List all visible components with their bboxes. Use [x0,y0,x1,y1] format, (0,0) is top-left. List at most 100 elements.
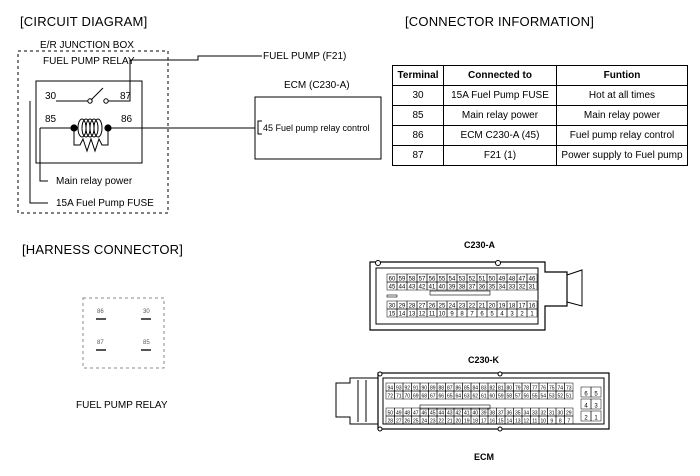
harness-pin-87: 87 [97,340,104,346]
cell-connected-to: Main relay power [443,105,557,126]
pin-number: 54 [540,393,546,399]
pin-number: 82 [489,385,495,391]
pin-number: 67 [430,393,436,399]
pin-number: 56 [523,393,529,399]
coil-resistor [73,128,109,153]
cell-connected-to: ECM C230-A (45) [443,125,557,146]
pin-number: 31 [529,284,536,290]
pin-number: 29 [399,303,406,309]
main-relay-power-label: Main relay power [56,176,133,187]
pin-number: 24 [421,418,427,424]
ecm-box [254,96,382,160]
pin-number: 47 [519,276,526,282]
pin-number: 22 [438,418,444,424]
pin-number: 63 [464,393,470,399]
pin-number: 22 [469,303,476,309]
pin-number: 54 [449,276,456,282]
pin-number: 27 [396,418,402,424]
pin-number: 6 [480,311,484,317]
pin-number: 84 [472,385,478,391]
pin-number: 19 [499,303,506,309]
pin-number: 53 [549,393,555,399]
pin-number: 55 [532,393,538,399]
pin-number: 74 [557,385,563,391]
pin-cell [590,386,602,398]
pin-number: 51 [479,276,486,282]
pin-number: 45 [389,284,396,290]
pin-number: 92 [404,385,410,391]
pin-number: 75 [549,385,555,391]
pin-number: 70 [404,393,410,399]
pin-number: 18 [509,303,516,309]
pin-number: 21 [479,303,486,309]
pin-number: 73 [566,385,572,391]
pin-number: 48 [404,410,410,416]
pin-number: 28 [409,303,416,309]
pin-number: 91 [413,385,419,391]
pin-number: 85 [464,385,470,391]
terminal-86 [96,318,106,320]
pin-number: 21 [447,418,453,424]
cell-function: Power supply to Fuel pump [556,145,688,166]
pin-number: 31 [549,410,555,416]
ecm-label: ECM (C230-A) [284,80,350,91]
junction-box-outline [17,50,169,214]
pin-number: 3 [510,311,514,317]
pin-number: 33 [532,410,538,416]
pin-cell [526,281,538,291]
ecm-pin-label: 45 Fuel pump relay control [263,123,370,133]
relay-outline [35,80,143,164]
pin-number: 3 [594,403,598,409]
harness-pin-86: 86 [97,309,104,315]
table-row: 30 15A Fuel Pump FUSE Hot at all times [392,85,688,106]
pin-number: 1 [530,311,534,317]
pin-number: 4 [500,311,504,317]
pin-number: 42 [419,284,426,290]
pin-number: 94 [387,385,393,391]
pin-number: 51 [566,393,572,399]
header-terminal: Terminal [392,65,444,86]
pin-number: 26 [404,418,410,424]
pin-number: 44 [399,284,406,290]
circuit-diagram-heading: [CIRCUIT DIAGRAM] [20,14,148,29]
pin-number: 42 [455,410,461,416]
connector-info-heading: [CONNECTOR INFORMATION] [405,14,595,29]
pin-number: 61 [481,393,487,399]
pin-number: 50 [489,276,496,282]
pin-number: 58 [409,276,416,282]
pin-number: 86 [455,385,461,391]
switch-contact-right [103,98,109,104]
table-row: 87 F21 (1) Power supply to Fuel pump [392,145,688,166]
pin-number: 5 [490,311,494,317]
pin-number: 35 [489,284,496,290]
wire-87-fuel-pump [120,55,262,102]
pin-number: 80 [506,385,512,391]
pin-number: 36 [479,284,486,290]
pin-number: 90 [421,385,427,391]
pin-number: 13 [515,418,521,424]
pin-number: 57 [515,393,521,399]
cell-connected-to: 15A Fuel Pump FUSE [443,85,557,106]
pin-number: 53 [459,276,466,282]
pin-number: 17 [481,418,487,424]
switch-arm [90,87,104,101]
cell-terminal: 86 [392,125,444,146]
pin-number: 81 [498,385,504,391]
pin-number: 29 [566,410,572,416]
table-row: 85 Main relay power Main relay power [392,105,688,126]
pin-number: 19 [464,418,470,424]
pin-number: 56 [429,276,436,282]
pin-number: 45 [430,410,436,416]
wire-30-fuse [29,101,48,204]
pin-number: 44 [438,410,444,416]
pin-number: 77 [532,385,538,391]
pin-number: 16 [489,418,495,424]
pin-number: 39 [481,410,487,416]
harness-connector-heading: [HARNESS CONNECTOR] [22,242,184,257]
pin-number: 50 [387,410,393,416]
relay-coil [77,118,103,138]
pin-label-30: 30 [45,91,57,102]
cell-function: Main relay power [556,105,688,126]
